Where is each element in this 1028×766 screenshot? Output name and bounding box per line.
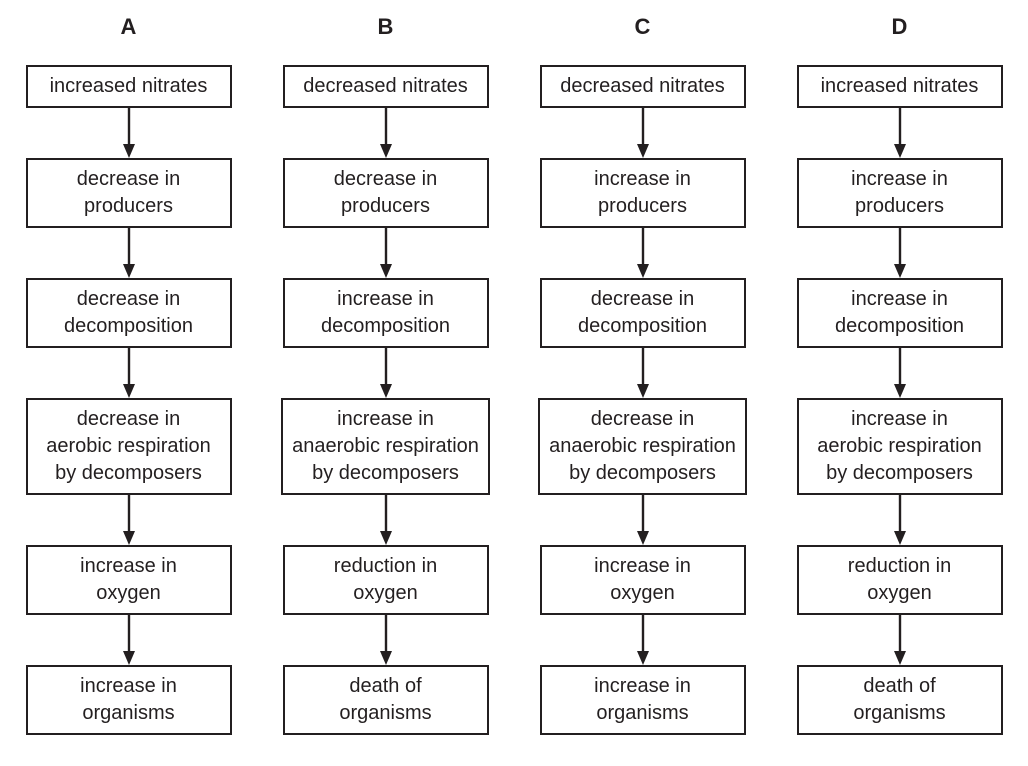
down-arrow-glyph bbox=[893, 348, 906, 398]
down-arrow-glyph bbox=[379, 108, 392, 158]
flow-box: increase in aerobic respiration by decom… bbox=[796, 398, 1003, 495]
down-arrow-glyph bbox=[636, 228, 649, 278]
down-arrow-glyph bbox=[893, 495, 906, 545]
flow-box: increase in producers bbox=[539, 158, 746, 228]
down-arrow-glyph bbox=[379, 615, 392, 665]
flow-box: increase in organisms bbox=[539, 665, 746, 735]
down-arrow-glyph bbox=[636, 108, 649, 158]
down-arrow-icon bbox=[635, 108, 651, 158]
down-arrow-glyph bbox=[379, 228, 392, 278]
down-arrow-icon bbox=[892, 228, 908, 278]
flowchart-diagram: A increased nitrates decrease in produce… bbox=[0, 14, 1028, 735]
column-label: C bbox=[634, 14, 651, 39]
flow-box: decrease in producers bbox=[25, 158, 232, 228]
column-boxes: increased nitrates increase in producers… bbox=[796, 65, 1003, 735]
down-arrow-icon bbox=[378, 108, 394, 158]
down-arrow-glyph bbox=[636, 495, 649, 545]
down-arrow-icon bbox=[121, 615, 137, 665]
flowchart-column: B decreased nitrates decrease in produce… bbox=[257, 14, 514, 735]
down-arrow-icon bbox=[892, 615, 908, 665]
down-arrow-glyph bbox=[122, 495, 135, 545]
down-arrow-glyph bbox=[379, 348, 392, 398]
flowchart-column: D increased nitrates increase in produce… bbox=[771, 14, 1028, 735]
down-arrow-icon bbox=[635, 228, 651, 278]
down-arrow-glyph bbox=[636, 615, 649, 665]
down-arrow-icon bbox=[121, 108, 137, 158]
down-arrow-icon bbox=[635, 495, 651, 545]
flow-box: reduction in oxygen bbox=[282, 545, 489, 615]
flow-box: death of organisms bbox=[282, 665, 489, 735]
flow-box: decrease in decomposition bbox=[539, 278, 746, 348]
flow-box: death of organisms bbox=[796, 665, 1003, 735]
flow-box: increase in decomposition bbox=[282, 278, 489, 348]
column-boxes: decreased nitrates increase in producers… bbox=[538, 65, 747, 735]
down-arrow-glyph bbox=[893, 615, 906, 665]
flow-box: decrease in anaerobic respiration by dec… bbox=[538, 398, 747, 495]
down-arrow-glyph bbox=[122, 108, 135, 158]
flow-box: decreased nitrates bbox=[282, 65, 489, 108]
down-arrow-icon bbox=[121, 495, 137, 545]
column-label: B bbox=[377, 14, 394, 39]
flow-box: increased nitrates bbox=[25, 65, 232, 108]
down-arrow-icon bbox=[378, 348, 394, 398]
flowchart-column: C decreased nitrates increase in produce… bbox=[514, 14, 771, 735]
down-arrow-glyph bbox=[379, 495, 392, 545]
flow-box: decreased nitrates bbox=[539, 65, 746, 108]
down-arrow-icon bbox=[378, 615, 394, 665]
down-arrow-icon bbox=[892, 108, 908, 158]
down-arrow-icon bbox=[635, 348, 651, 398]
down-arrow-glyph bbox=[893, 228, 906, 278]
down-arrow-icon bbox=[635, 615, 651, 665]
down-arrow-glyph bbox=[893, 108, 906, 158]
flow-box: increase in anaerobic respiration by dec… bbox=[281, 398, 490, 495]
flow-box: decrease in producers bbox=[282, 158, 489, 228]
flow-box: decrease in decomposition bbox=[25, 278, 232, 348]
down-arrow-glyph bbox=[122, 228, 135, 278]
down-arrow-icon bbox=[121, 348, 137, 398]
column-label: D bbox=[891, 14, 908, 39]
down-arrow-icon bbox=[121, 228, 137, 278]
down-arrow-glyph bbox=[636, 348, 649, 398]
down-arrow-icon bbox=[378, 495, 394, 545]
flow-box: decrease in aerobic respiration by decom… bbox=[25, 398, 232, 495]
column-boxes: increased nitrates decrease in producers… bbox=[25, 65, 232, 735]
down-arrow-icon bbox=[892, 348, 908, 398]
down-arrow-glyph bbox=[122, 615, 135, 665]
flow-box: reduction in oxygen bbox=[796, 545, 1003, 615]
flowchart-column: A increased nitrates decrease in produce… bbox=[0, 14, 257, 735]
column-boxes: decreased nitrates decrease in producers… bbox=[281, 65, 490, 735]
flow-box: increase in oxygen bbox=[25, 545, 232, 615]
flow-box: increase in oxygen bbox=[539, 545, 746, 615]
down-arrow-icon bbox=[892, 495, 908, 545]
column-label: A bbox=[120, 14, 137, 39]
flow-box: increase in producers bbox=[796, 158, 1003, 228]
flow-box: increase in organisms bbox=[25, 665, 232, 735]
down-arrow-icon bbox=[378, 228, 394, 278]
down-arrow-glyph bbox=[122, 348, 135, 398]
flow-box: increase in decomposition bbox=[796, 278, 1003, 348]
flow-box: increased nitrates bbox=[796, 65, 1003, 108]
